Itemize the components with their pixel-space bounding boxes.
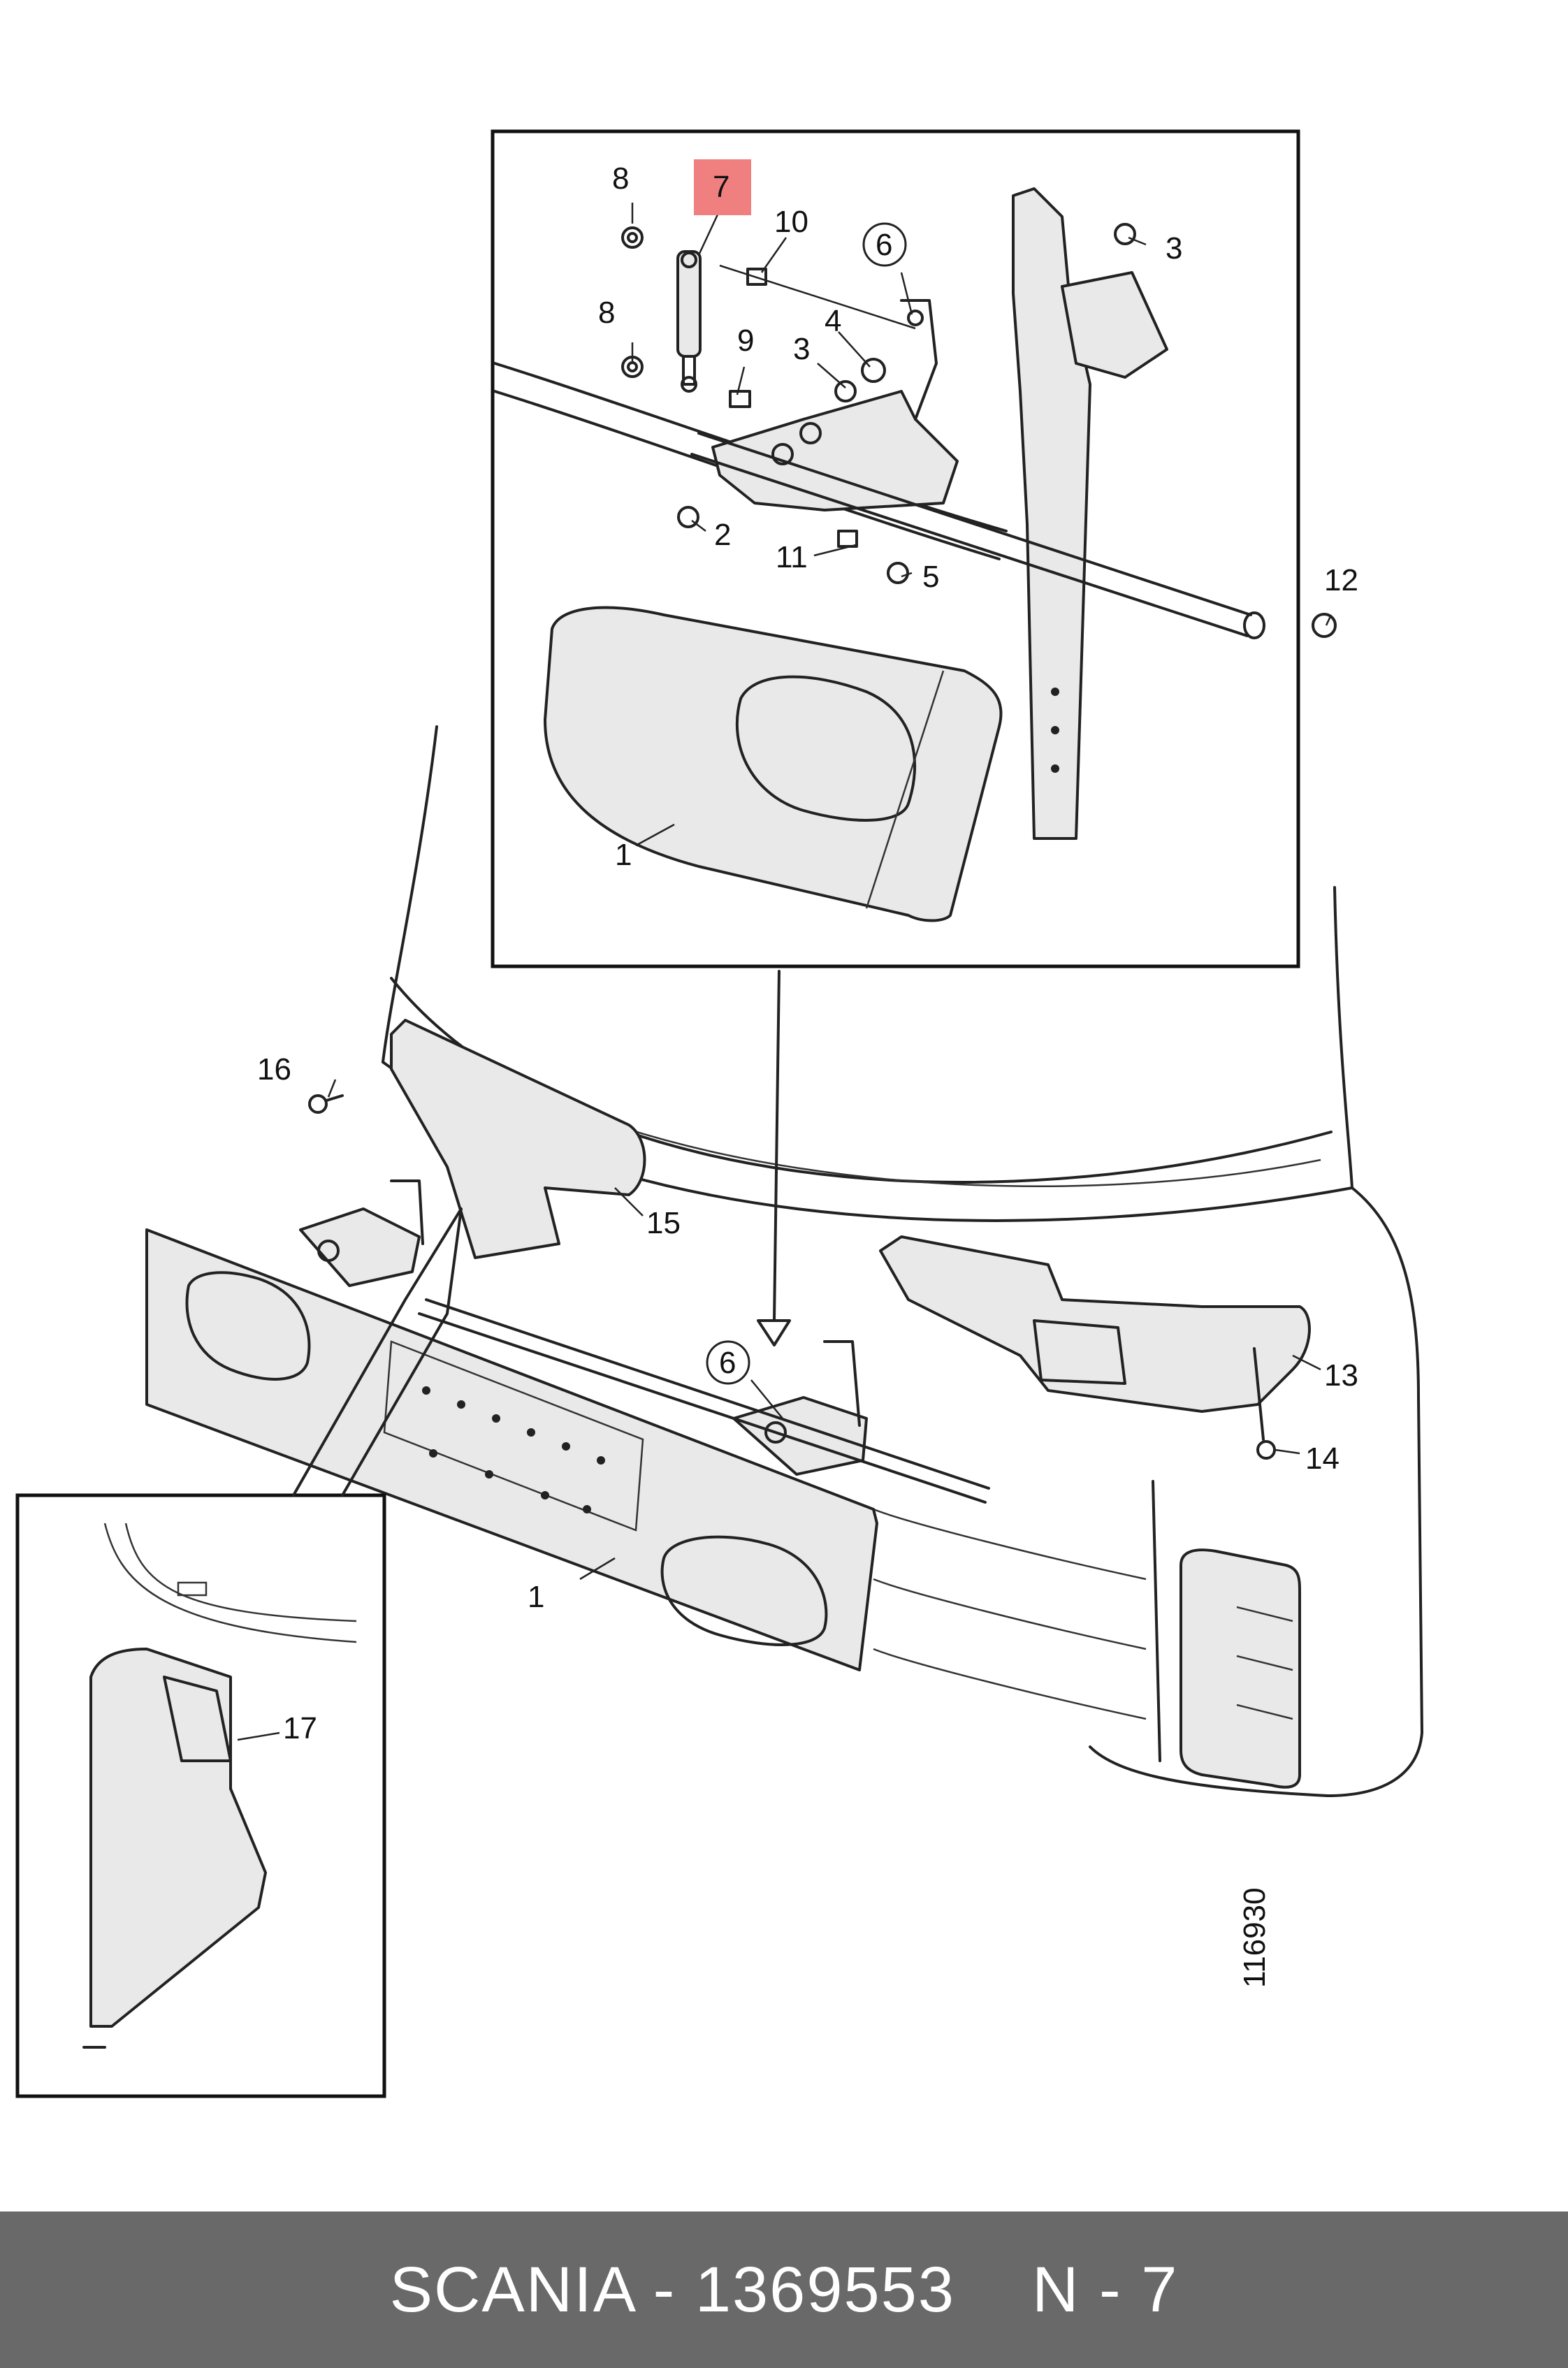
figure-number: 116930 [1237,1887,1272,1988]
grille-hole-pattern [422,1386,605,1513]
callout-8-bottom: 8 [598,296,615,330]
grille-panel-main [145,1228,878,1671]
hood-rod-main [418,1298,990,1504]
callout-17: 17 [283,1711,317,1745]
screw-14 [1253,1347,1276,1460]
inset-vertical-bracket [1012,187,1168,840]
hinge-main-left [299,1179,424,1287]
footer-bar: SCANIA - 1369553 N - 7 [0,2211,1568,2368]
callout-12: 12 [1324,563,1358,597]
screw-16 [308,1094,344,1114]
small-fasteners [621,223,1337,638]
callout-3-mid: 3 [793,332,810,366]
callout-5: 5 [922,560,939,594]
callout-11: 11 [776,540,808,574]
callout-10: 10 [774,205,808,239]
callout-3-top: 3 [1166,231,1182,266]
exploded-parts-drawing: 8 7 10 6 3 8 4 9 3 2 11 5 12 1 16 15 6 1… [15,129,1423,2098]
callout-16: 16 [257,1052,291,1087]
gas-strut-7 [676,250,916,393]
footer-brand-part: SCANIA - 1369553 [389,2253,955,2325]
footer-page-ref: N - 7 [1032,2253,1179,2325]
callout-6-main-circle [706,1340,750,1385]
callout-7: 7 [713,170,729,204]
callout-2: 2 [714,518,731,552]
inset-hood-rod-12 [690,432,1265,639]
callout-4: 4 [825,304,841,338]
callout-labels: 8 7 10 6 3 8 4 9 3 2 11 5 12 1 16 15 6 1… [257,161,1358,1988]
callout-9: 9 [737,324,754,358]
callout-6-main: 6 [719,1346,736,1380]
inset-17-pointer [292,1207,463,1497]
callout-1-main: 1 [528,1580,544,1614]
bracket-left-15 [390,1019,646,1259]
callout-6-inset-circle [862,222,907,267]
callout-14: 14 [1305,1441,1340,1476]
inset-pointer-arrow [757,970,791,1346]
callout-6-inset: 6 [876,228,892,262]
inset-17-content [82,1523,357,2049]
callout-8-top: 8 [612,161,629,196]
highlight-callout-7 [694,159,751,215]
callout-15: 15 [646,1206,681,1240]
hinge-main-right [732,1340,868,1476]
callout-13: 13 [1324,1358,1358,1393]
callout-1-inset: 1 [615,838,632,872]
callout-leaders [237,202,1333,1741]
bracket-right-13 [879,1235,1311,1413]
